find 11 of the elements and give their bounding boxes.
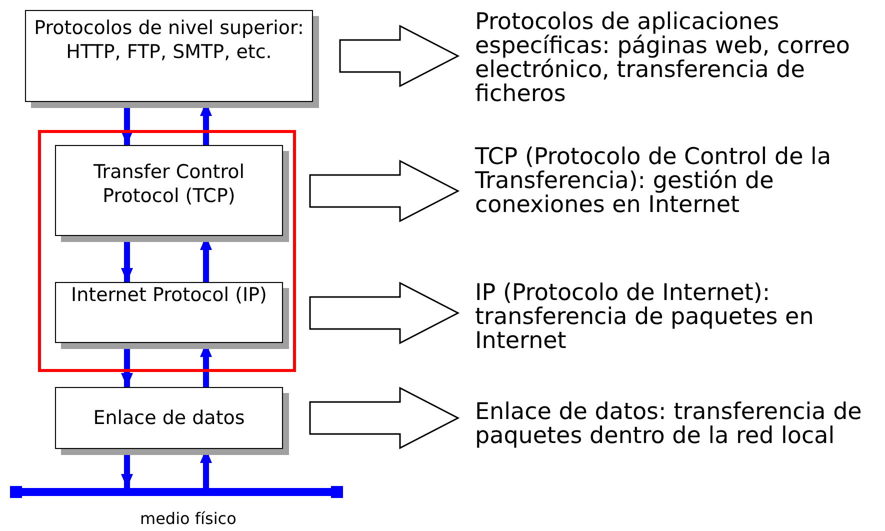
block-arrow [339, 24, 460, 88]
block-arrow [309, 386, 460, 450]
block-arrow [309, 282, 460, 344]
block-arrow [309, 160, 460, 222]
medium-bar [10, 486, 343, 498]
description-text: IP (Protocolo de Internet): transferencia de paquetes en Internet [475, 281, 885, 356]
description-text: TCP (Protocolo de Control de la Transferencia): gestión de conexiones en Internet [475, 145, 885, 220]
description-text: Enlace de datos: transferencia de paquetes dentro de la red local [475, 400, 885, 450]
bar-caption: medio físico [140, 509, 236, 528]
group-frame [38, 130, 296, 372]
description-text: Protocolos de aplicaciones específicas: páginas web, correo electrónico, transferencia de ficheros [475, 10, 885, 110]
